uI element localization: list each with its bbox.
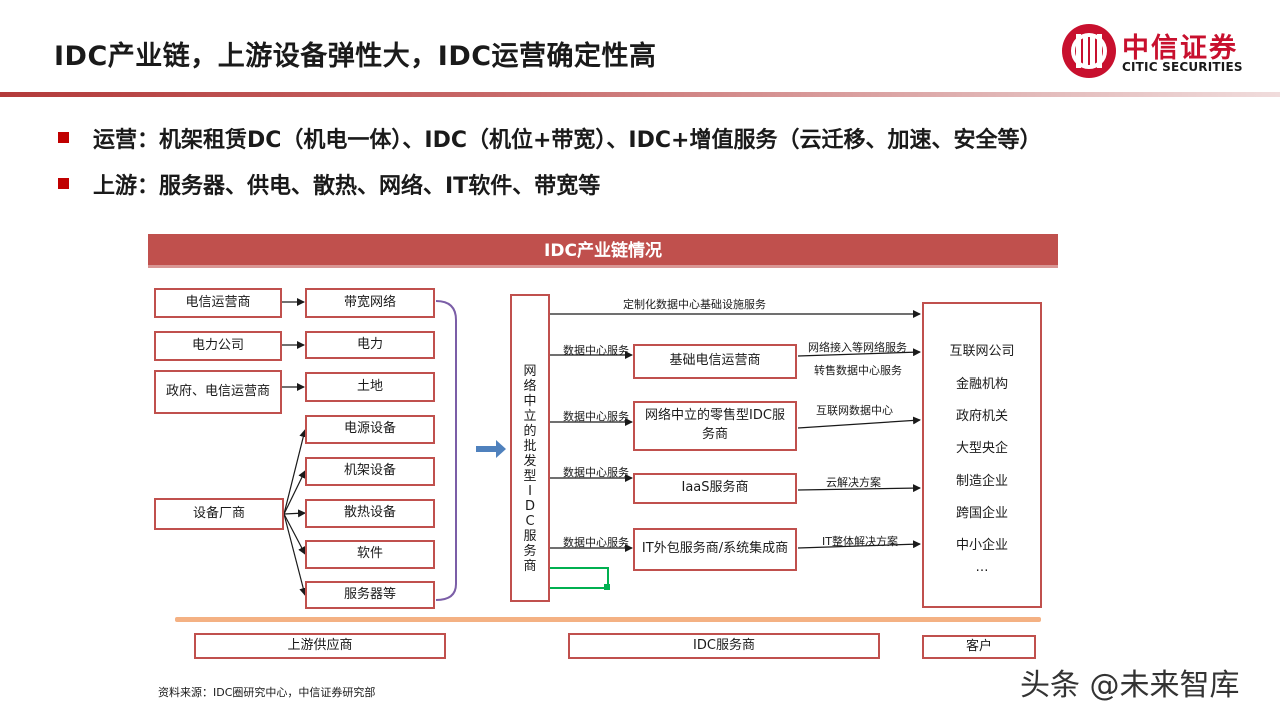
customers-box: 互联网公司 金融机构 政府机关 大型央企 制造企业 跨国企业 中小企业 … xyxy=(922,302,1042,608)
source-note: 资料来源：IDC圈研究中心，中信证券研究部 xyxy=(158,686,376,699)
footer-upstream-suppliers: 上游供应商 xyxy=(194,633,446,659)
diagram-header: IDC产业链情况 xyxy=(148,234,1058,268)
bullet-text: 上游：服务器、供电、散热、网络、IT软件、带宽等 xyxy=(93,174,601,199)
provider-iaas: IaaS服务商 xyxy=(633,473,797,504)
page-title: IDC产业链，上游设备弹性大，IDC运营确定性高 xyxy=(54,41,657,72)
customer-item: 跨国企业 xyxy=(955,506,1008,521)
citic-logo: 中信证券 CITIC SECURITIES xyxy=(1062,24,1252,80)
label-dc-service: 数据中心服务 xyxy=(563,410,629,423)
logo-cn-text: 中信证券 xyxy=(1122,33,1238,64)
supplier-equipment: 设备厂商 xyxy=(154,498,284,530)
header-rule xyxy=(0,92,1280,97)
resource-power: 电力 xyxy=(305,331,435,359)
label-dc-service: 数据中心服务 xyxy=(563,466,629,479)
provider-basic-telecom: 基础电信运营商 xyxy=(633,344,797,379)
label-network-services: 网络接入等网络服务 xyxy=(808,341,907,354)
logo-en-text: CITIC SECURITIES xyxy=(1122,60,1243,74)
customer-item: 中小企业 xyxy=(955,538,1008,553)
supplier-telecom: 电信运营商 xyxy=(154,288,282,318)
customer-item: 互联网公司 xyxy=(949,344,1015,359)
label-dc-service: 数据中心服务 xyxy=(563,536,629,549)
resource-bandwidth: 带宽网络 xyxy=(305,288,435,318)
label-dc-service: 数据中心服务 xyxy=(563,344,629,357)
footer-idc-providers: IDC服务商 xyxy=(568,633,880,659)
label-cloud-solution: 云解决方案 xyxy=(826,476,881,489)
supplier-government: 政府、电信运营商 xyxy=(154,370,282,414)
customer-item: 政府机关 xyxy=(955,409,1008,424)
label-resale-dc: 转售数据中心服务 xyxy=(814,364,902,377)
bullet-square-icon xyxy=(58,132,69,143)
resource-rack-equipment: 机架设备 xyxy=(305,457,435,486)
customer-item: … xyxy=(975,560,989,575)
citic-logo-icon xyxy=(1062,24,1116,78)
bullet-operations: 运营：机架租赁DC（机电一体）、IDC（机位+带宽）、IDC+增值服务（云迁移、… xyxy=(58,122,1041,154)
watermark: 头条 @未来智库 xyxy=(1020,668,1240,703)
customer-item: 制造企业 xyxy=(955,474,1008,489)
customer-item: 大型央企 xyxy=(955,441,1008,456)
supplier-power: 电力公司 xyxy=(154,331,282,361)
footer-customers: 客户 xyxy=(922,635,1036,659)
customer-item: 金融机构 xyxy=(955,377,1008,392)
divider-rule xyxy=(175,617,1041,622)
bullet-upstream: 上游：服务器、供电、散热、网络、IT软件、带宽等 xyxy=(58,168,600,200)
bullet-text: 运营：机架租赁DC（机电一体）、IDC（机位+带宽）、IDC+增值服务（云迁移、… xyxy=(93,128,1042,153)
provider-it-outsourcing: IT外包服务商/系统集成商 xyxy=(633,528,797,571)
label-it-solution: IT整体解决方案 xyxy=(822,535,898,548)
resource-land: 土地 xyxy=(305,372,435,402)
resource-power-equipment: 电源设备 xyxy=(305,415,435,444)
resource-servers: 服务器等 xyxy=(305,581,435,609)
resource-cooling-equipment: 散热设备 xyxy=(305,499,435,528)
label-internet-dc: 互联网数据中心 xyxy=(816,404,893,417)
label-custom-infrastructure: 定制化数据中心基础设施服务 xyxy=(623,298,766,311)
bullet-square-icon xyxy=(58,178,69,189)
provider-retail-idc: 网络中立的零售型IDC服务商 xyxy=(633,401,797,451)
resource-software: 软件 xyxy=(305,540,435,569)
